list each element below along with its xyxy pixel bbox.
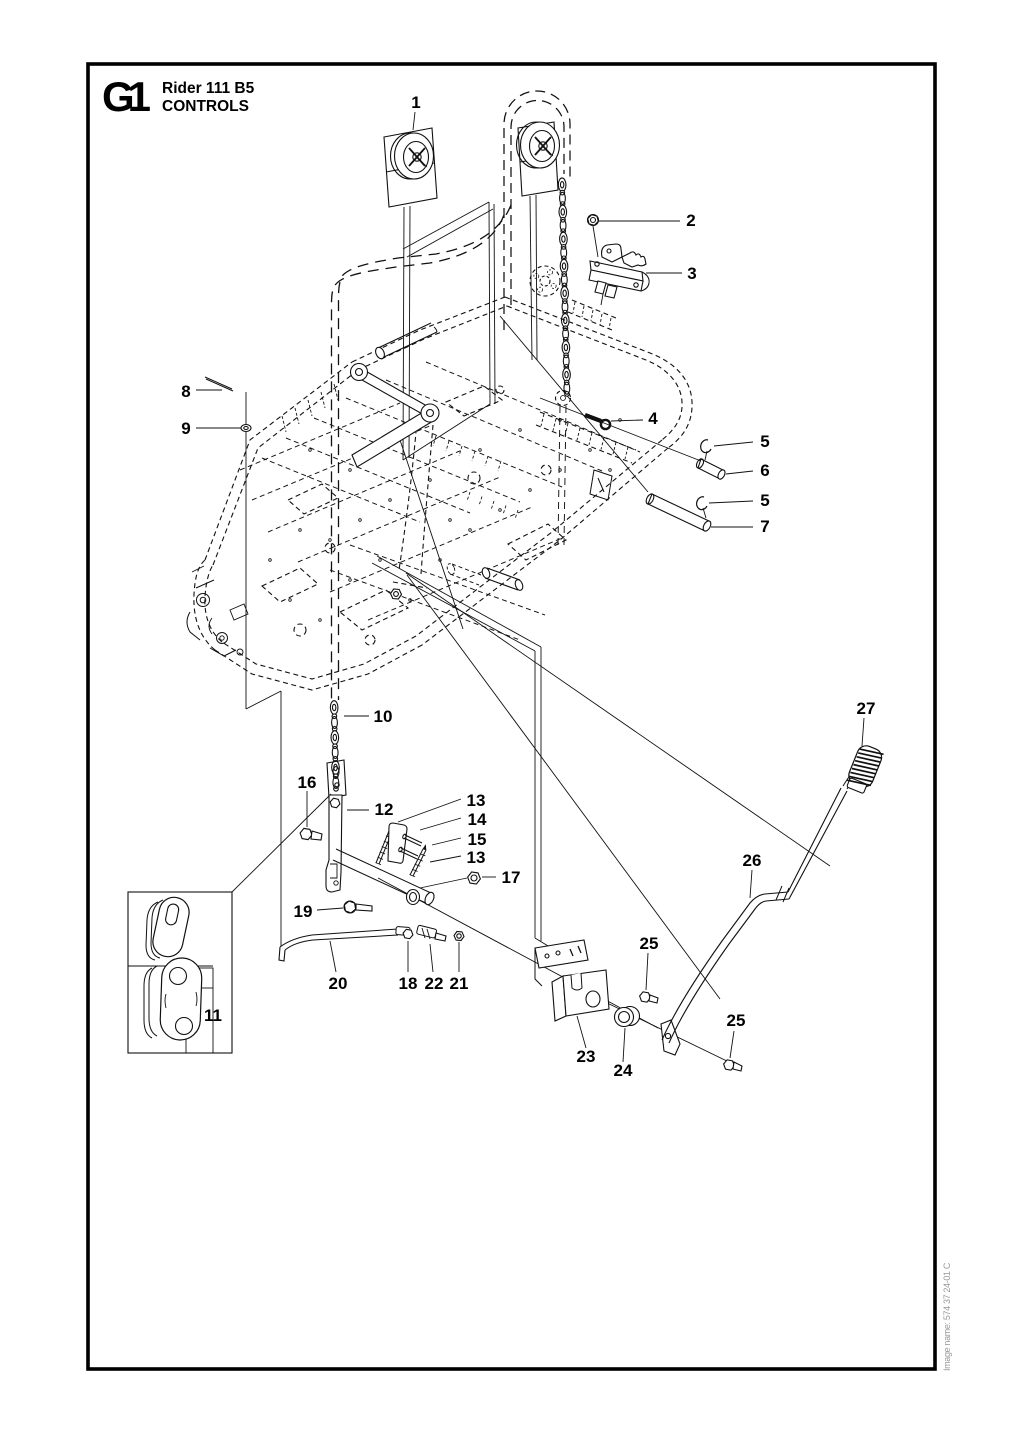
svg-text:22: 22 bbox=[425, 974, 444, 993]
svg-text:11: 11 bbox=[204, 1006, 222, 1025]
svg-text:7: 7 bbox=[760, 517, 769, 536]
svg-text:9: 9 bbox=[181, 419, 190, 438]
svg-text:26: 26 bbox=[743, 851, 762, 870]
svg-text:G1: G1 bbox=[102, 73, 151, 120]
svg-text:12: 12 bbox=[375, 800, 394, 819]
svg-text:2: 2 bbox=[686, 211, 695, 230]
svg-text:6: 6 bbox=[760, 461, 769, 480]
svg-text:CONTROLS: CONTROLS bbox=[162, 98, 249, 115]
svg-text:5: 5 bbox=[760, 432, 769, 451]
svg-text:14: 14 bbox=[468, 810, 487, 829]
svg-text:21: 21 bbox=[450, 974, 469, 993]
svg-text:16: 16 bbox=[298, 773, 317, 792]
svg-text:15: 15 bbox=[468, 830, 487, 849]
svg-text:24: 24 bbox=[614, 1061, 633, 1080]
svg-text:13: 13 bbox=[467, 791, 486, 810]
svg-text:1: 1 bbox=[411, 93, 420, 112]
svg-text:19: 19 bbox=[294, 902, 313, 921]
svg-text:20: 20 bbox=[329, 974, 348, 993]
svg-text:13: 13 bbox=[467, 848, 486, 867]
svg-text:27: 27 bbox=[857, 699, 876, 718]
svg-text:3: 3 bbox=[687, 264, 696, 283]
svg-text:25: 25 bbox=[640, 934, 659, 953]
svg-text:5: 5 bbox=[760, 491, 769, 510]
svg-text:4: 4 bbox=[648, 409, 658, 428]
svg-text:8: 8 bbox=[181, 382, 190, 401]
svg-text:18: 18 bbox=[399, 974, 418, 993]
svg-text:23: 23 bbox=[577, 1047, 596, 1066]
svg-text:10: 10 bbox=[374, 707, 393, 726]
svg-text:Rider 111 B5: Rider 111 B5 bbox=[162, 80, 255, 97]
svg-text:Image name: 574 37 24-01 C: Image name: 574 37 24-01 C bbox=[942, 1262, 952, 1371]
svg-text:17: 17 bbox=[502, 868, 521, 887]
svg-text:25: 25 bbox=[727, 1011, 746, 1030]
